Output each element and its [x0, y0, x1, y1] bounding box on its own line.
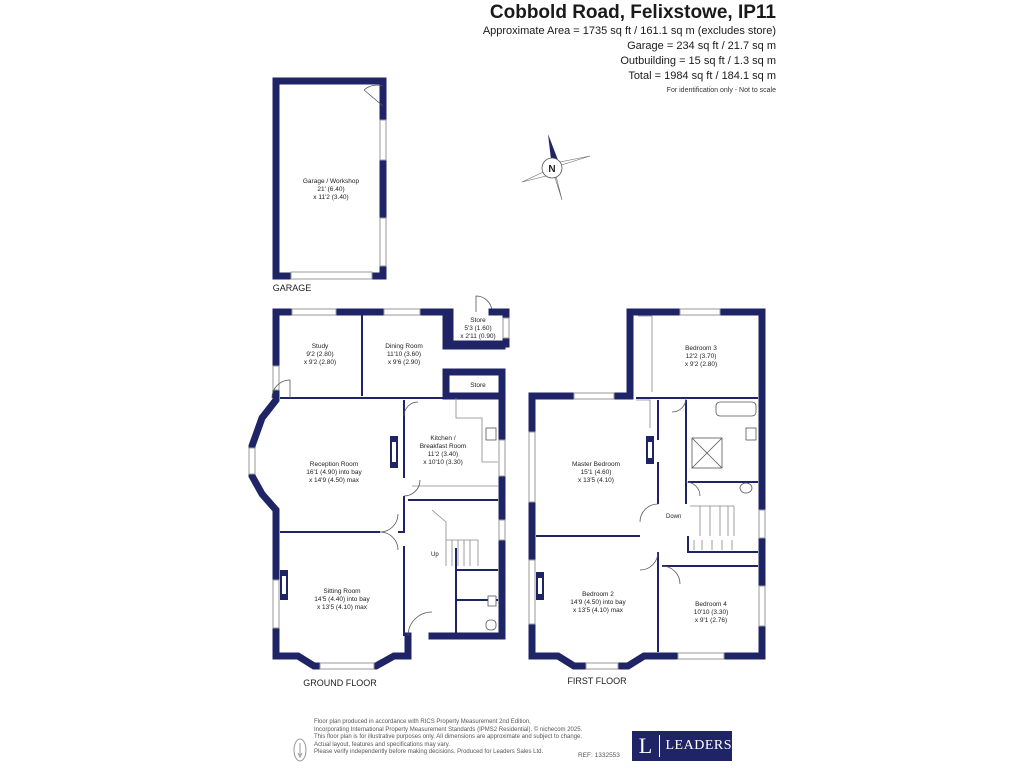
kitchen-dim2: x 10'10 (3.30) [423, 459, 463, 466]
logo-letter: L [638, 733, 653, 758]
garage-room-dim1: 21' (6.40) [317, 186, 344, 193]
study-dim2: x 9'2 (2.80) [304, 359, 336, 366]
sitting-dim2: x 13'5 (4.10) max [317, 604, 368, 611]
master-dim2: x 13'5 (4.10) [578, 477, 614, 484]
garage-plan: Garage / Workshop 21' (6.40) x 11'2 (3.4… [272, 77, 387, 280]
ground-stairs [431, 509, 479, 566]
garage-window-lower [379, 217, 387, 267]
store-out-dim2: x 2'11 (0.90) [460, 333, 495, 340]
garage-room-dim2: x 11'2 (3.40) [313, 194, 348, 201]
kitchen-name1: Kitchen / [430, 435, 455, 442]
dining-dim2: x 9'6 (2.90) [388, 359, 420, 366]
bedroom4-dim1: 10'10 (3.30) [694, 609, 729, 616]
disclaimer-line-3: This floor plan is for illustrative purp… [314, 734, 583, 741]
disclaimer: Floor plan produced in accordance with R… [314, 719, 634, 757]
first-floor-stairs [690, 505, 735, 550]
leaders-logo: L LEADERS [632, 731, 732, 761]
store-out-name: Store [470, 317, 486, 324]
disclaimer-line-4: Actual layout, features and specificatio… [314, 741, 450, 748]
pen-icon [293, 738, 307, 762]
study-dim1: 9'2 (2.80) [306, 351, 333, 358]
study-name: Study [312, 343, 329, 350]
garage-window-upper [379, 119, 387, 161]
compass-icon: N [521, 134, 591, 201]
first-floor-plan [528, 308, 766, 670]
store-in-name: Store [470, 382, 486, 389]
disclaimer-line-1: Floor plan produced in accordance with R… [314, 719, 531, 725]
master-dim1: 15'1 (4.60) [581, 469, 612, 476]
header: Cobbold Road, Felixstowe, IP11 Approxima… [483, 0, 776, 96]
toilet-icon [739, 482, 753, 494]
master-name: Master Bedroom [572, 461, 620, 468]
area-garage: Garage = 234 sq ft / 21.7 sq m [627, 40, 776, 52]
garage-room-name: Garage / Workshop [303, 178, 360, 185]
reception-dim2: x 14'9 (4.50) max [309, 477, 360, 484]
area-outbuilding: Outbuilding = 15 sq ft / 1.3 sq m [620, 55, 776, 67]
compass-letter: N [548, 164, 555, 175]
bedroom4-dim2: x 9'1 (2.76) [695, 617, 727, 624]
sitting-name: Sitting Room [323, 588, 360, 595]
property-title: Cobbold Road, Felixstowe, IP11 [489, 2, 776, 23]
stairs-down-label: Down [666, 514, 681, 520]
identification-note: For identification only - Not to scale [666, 87, 776, 94]
ground-floor-plan [248, 295, 510, 670]
bedroom3-dim1: 12'2 (3.70) [686, 353, 717, 360]
bedroom2-name: Bedroom 2 [582, 591, 614, 598]
logo-name: LEADERS [665, 738, 732, 753]
garage-door [290, 271, 373, 280]
store-out-dim1: 5'3 (1.60) [464, 325, 491, 332]
area-approx: Approximate Area = 1735 sq ft / 161.1 sq… [482, 25, 776, 37]
garage-floor-label: GARAGE [273, 283, 312, 293]
bedroom2-dim2: x 13'5 (4.10) max [573, 607, 624, 614]
bedroom3-name: Bedroom 3 [685, 345, 717, 352]
logo-divider [658, 735, 660, 757]
disclaimer-line-2: Incorporating International Property Mea… [314, 726, 583, 733]
bedroom3-dim2: x 9'2 (2.80) [685, 361, 717, 368]
dining-name: Dining Room [385, 343, 423, 350]
area-total: Total = 1984 sq ft / 184.1 sq m [628, 70, 776, 82]
disclaimer-line-5: Please verify independently before makin… [314, 749, 544, 756]
ground-floor-label: GROUND FLOOR [303, 678, 377, 688]
reference-number: REF: 1332553 [578, 752, 620, 759]
dining-dim1: 11'10 (3.60) [387, 351, 421, 358]
sitting-dim1: 14'5 (4.40) into bay [314, 596, 370, 603]
bath-icon [715, 401, 757, 417]
kitchen-name2: Breakfast Room [420, 443, 467, 450]
reception-dim1: 16'1 (4.90) into bay [306, 469, 362, 476]
bedroom2-dim1: 14'9 (4.50) into bay [570, 599, 626, 606]
reception-name: Reception Room [310, 461, 358, 468]
stairs-up-label: Up [431, 552, 439, 558]
basin-icon [745, 427, 757, 441]
bedroom4-name: Bedroom 4 [695, 601, 727, 608]
first-floor-label: FIRST FLOOR [567, 676, 627, 686]
kitchen-dim1: 11'2 (3.40) [428, 451, 458, 458]
